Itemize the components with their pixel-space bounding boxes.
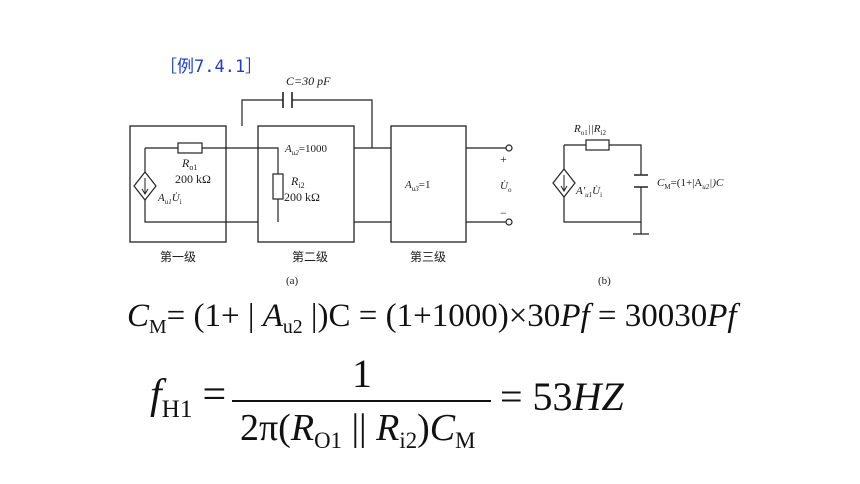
formula-cm: CM= (1+ | Au2 |)C = (1+1000)×30Pf = 3003… bbox=[127, 298, 737, 338]
output-terminal-top bbox=[505, 144, 513, 152]
stage2-gain: Au2=1000 bbox=[284, 143, 327, 157]
stage3-gain: Au3=1 bbox=[404, 179, 430, 193]
ro1-resistor bbox=[177, 142, 203, 154]
caption-a: (a) bbox=[286, 275, 299, 287]
output-plus: + bbox=[500, 152, 507, 166]
ri2-label: Ri2 bbox=[290, 174, 305, 190]
formula-fh1-rhs: = 53HZ bbox=[500, 374, 624, 419]
stage1-box bbox=[129, 125, 227, 243]
stage2-name: 第二级 bbox=[292, 250, 328, 264]
output-minus: − bbox=[500, 206, 507, 220]
formula-fh1-numerator: 1 bbox=[352, 351, 372, 396]
fig-b-resistor-label: Ro1||Ri2 bbox=[573, 123, 606, 137]
stage3-name: 第三级 bbox=[410, 250, 446, 264]
stage2-box bbox=[257, 125, 355, 243]
cap-label: C=30 pF bbox=[286, 74, 331, 88]
ro1-value: 200 kΩ bbox=[175, 172, 211, 186]
example-label: ［例7.4.1］ bbox=[160, 57, 262, 77]
ro1-label: Ro1 bbox=[181, 156, 197, 172]
cm-label: CM=(1+|Au2|)C bbox=[657, 177, 724, 191]
caption-b: (b) bbox=[598, 275, 611, 287]
fig-b-resistor bbox=[585, 139, 610, 151]
source1-label: Au1U̇i bbox=[157, 192, 182, 206]
output-terminal-bottom bbox=[505, 218, 513, 226]
formula-fh1-denominator: 2π(RO1 || Ri2)CM bbox=[240, 407, 476, 453]
ri2-value: 200 kΩ bbox=[284, 190, 320, 204]
fig-b-source-label: A′u1U̇i bbox=[575, 185, 602, 199]
ri2-resistor bbox=[272, 173, 284, 200]
formula-fh1-lhs: fH1= bbox=[150, 372, 227, 423]
stage1-name: 第一级 bbox=[160, 250, 196, 264]
output-label: U̇o bbox=[500, 180, 512, 194]
stage3-box bbox=[390, 125, 467, 243]
